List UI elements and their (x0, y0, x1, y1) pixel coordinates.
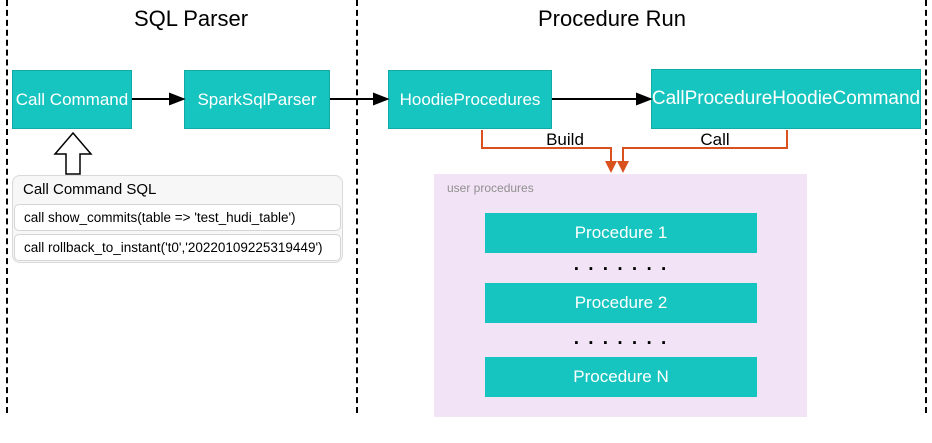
node-call-procedure-hoodie-command: CallProcedureHoodieCommand (651, 69, 921, 129)
procedures-ellipsis-2: . . . . . . . (573, 328, 669, 349)
arrowhead-3-icon (636, 92, 653, 106)
build-arrowhead-icon (605, 161, 617, 173)
call-edge-label: Call (700, 130, 730, 149)
node-spark-sql-parser: SparkSqlParser (184, 70, 330, 129)
left-dashed-border (6, 0, 8, 413)
call-command-sql-panel: Call Command SQL call show_commits(table… (12, 175, 343, 263)
right-dashed-border (925, 0, 927, 413)
node-hoodie-procedures: HoodieProcedures (388, 70, 552, 129)
call-arrowhead-icon (617, 161, 629, 173)
procedure-run-section-title: Procedure Run (538, 6, 686, 31)
procedure-n-box: Procedure N (485, 357, 757, 397)
build-edge-label: Build (546, 130, 584, 149)
procedure-2-box: Procedure 2 (485, 283, 757, 323)
arrowhead-2-icon (373, 92, 390, 106)
sql-code-line-1: call show_commits(table => 'test_hudi_ta… (14, 204, 341, 231)
middle-dashed-border (356, 0, 358, 413)
procedure-1-box: Procedure 1 (485, 213, 757, 253)
procedures-ellipsis-1: . . . . . . . (573, 254, 669, 275)
sql-code-line-2: call rollback_to_instant('t0','202201092… (14, 234, 341, 261)
sql-parser-section-title: SQL Parser (133, 6, 249, 31)
user-procedures-panel: user procedures Procedure 1 . . . . . . … (434, 174, 807, 417)
sql-panel-title: Call Command SQL (23, 181, 157, 198)
arrowhead-1-icon (169, 92, 186, 106)
node-call-command: Call Command (12, 70, 132, 129)
user-procedures-label: user procedures (447, 181, 534, 195)
up-arrow-icon (53, 131, 93, 175)
